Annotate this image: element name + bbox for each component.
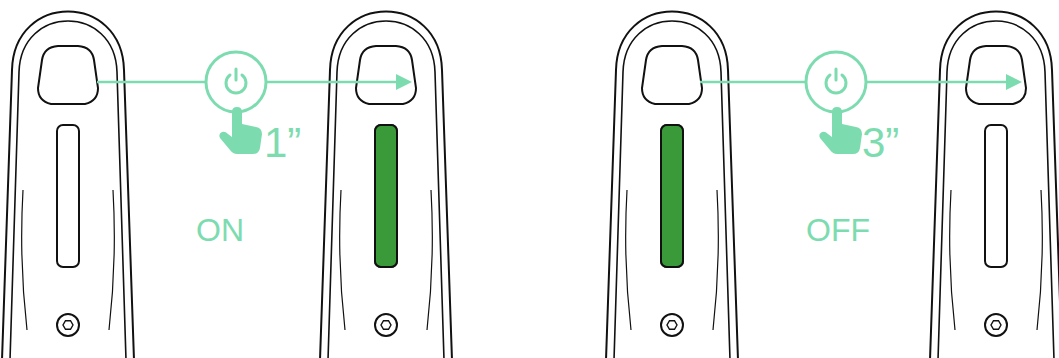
press-hand (219, 107, 262, 154)
device (320, 12, 452, 358)
device (606, 12, 738, 358)
arrow-head (1006, 74, 1022, 90)
power-button (206, 52, 266, 112)
press-duration: 3” (862, 122, 899, 164)
device (2, 12, 134, 358)
press-duration: 1” (264, 122, 301, 164)
state-label: ON (196, 214, 244, 246)
press-hand (819, 107, 862, 154)
led-on (375, 125, 397, 267)
power-button (806, 52, 866, 112)
led-on (661, 125, 683, 267)
device (930, 12, 1059, 358)
state-label: OFF (806, 214, 870, 246)
arrow-head (396, 74, 412, 90)
